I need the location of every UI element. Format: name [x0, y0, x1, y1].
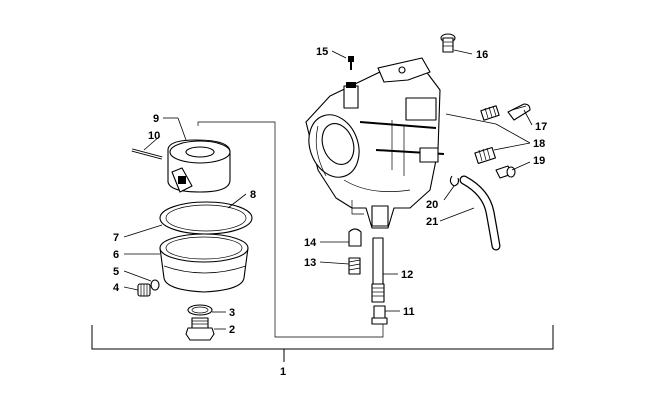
callout-5: 5 — [113, 266, 119, 278]
drain-screw-oring — [150, 279, 160, 291]
drain-plug — [185, 317, 215, 341]
pilot-screw — [507, 103, 531, 121]
emulsion-tube — [371, 237, 385, 303]
callout-12: 12 — [401, 269, 413, 281]
callout-21: 21 — [426, 216, 438, 228]
callout-8: 8 — [250, 189, 256, 201]
small-screw — [348, 56, 354, 70]
drain-screw — [137, 283, 151, 297]
callout-3: 3 — [229, 307, 235, 319]
callout-20: 20 — [426, 199, 438, 211]
vent-hose — [459, 175, 501, 251]
throttle-stop-screw — [440, 33, 456, 53]
leader-lines — [123, 49, 533, 330]
main-jet-needle — [348, 228, 362, 247]
bowl-connector-line — [197, 121, 384, 338]
callout-2: 2 — [229, 324, 235, 336]
pilot-screw-spring — [480, 105, 500, 121]
callout-15: 15 — [316, 46, 328, 58]
needle-spring — [348, 257, 361, 275]
callout-13: 13 — [304, 257, 316, 269]
callout-16: 16 — [476, 49, 488, 61]
callout-14: 14 — [304, 237, 317, 249]
bowl-gasket — [159, 201, 253, 235]
idle-screw-spring — [474, 146, 496, 165]
main-jet — [371, 305, 388, 325]
callout-4: 4 — [113, 282, 120, 294]
float-pin — [131, 148, 163, 160]
callout-9: 9 — [153, 113, 159, 125]
callout-10: 10 — [148, 130, 160, 142]
callout-17: 17 — [535, 121, 547, 133]
callout-1: 1 — [280, 366, 286, 378]
callout-labels: 1 2 3 4 5 6 7 8 9 10 11 12 13 14 15 16 1… — [113, 46, 547, 378]
callout-7: 7 — [113, 232, 119, 244]
callout-6: 6 — [113, 249, 119, 261]
idle-adjust-screw — [495, 165, 516, 179]
float-bowl — [159, 233, 249, 293]
callout-11: 11 — [403, 306, 415, 318]
hose-clip — [449, 175, 460, 187]
carburetor-body — [305, 57, 445, 229]
assembly-bracket — [91, 325, 554, 362]
drain-plug-gasket — [187, 304, 213, 316]
callout-19: 19 — [533, 155, 545, 167]
float — [167, 139, 231, 193]
callout-18: 18 — [533, 138, 545, 150]
